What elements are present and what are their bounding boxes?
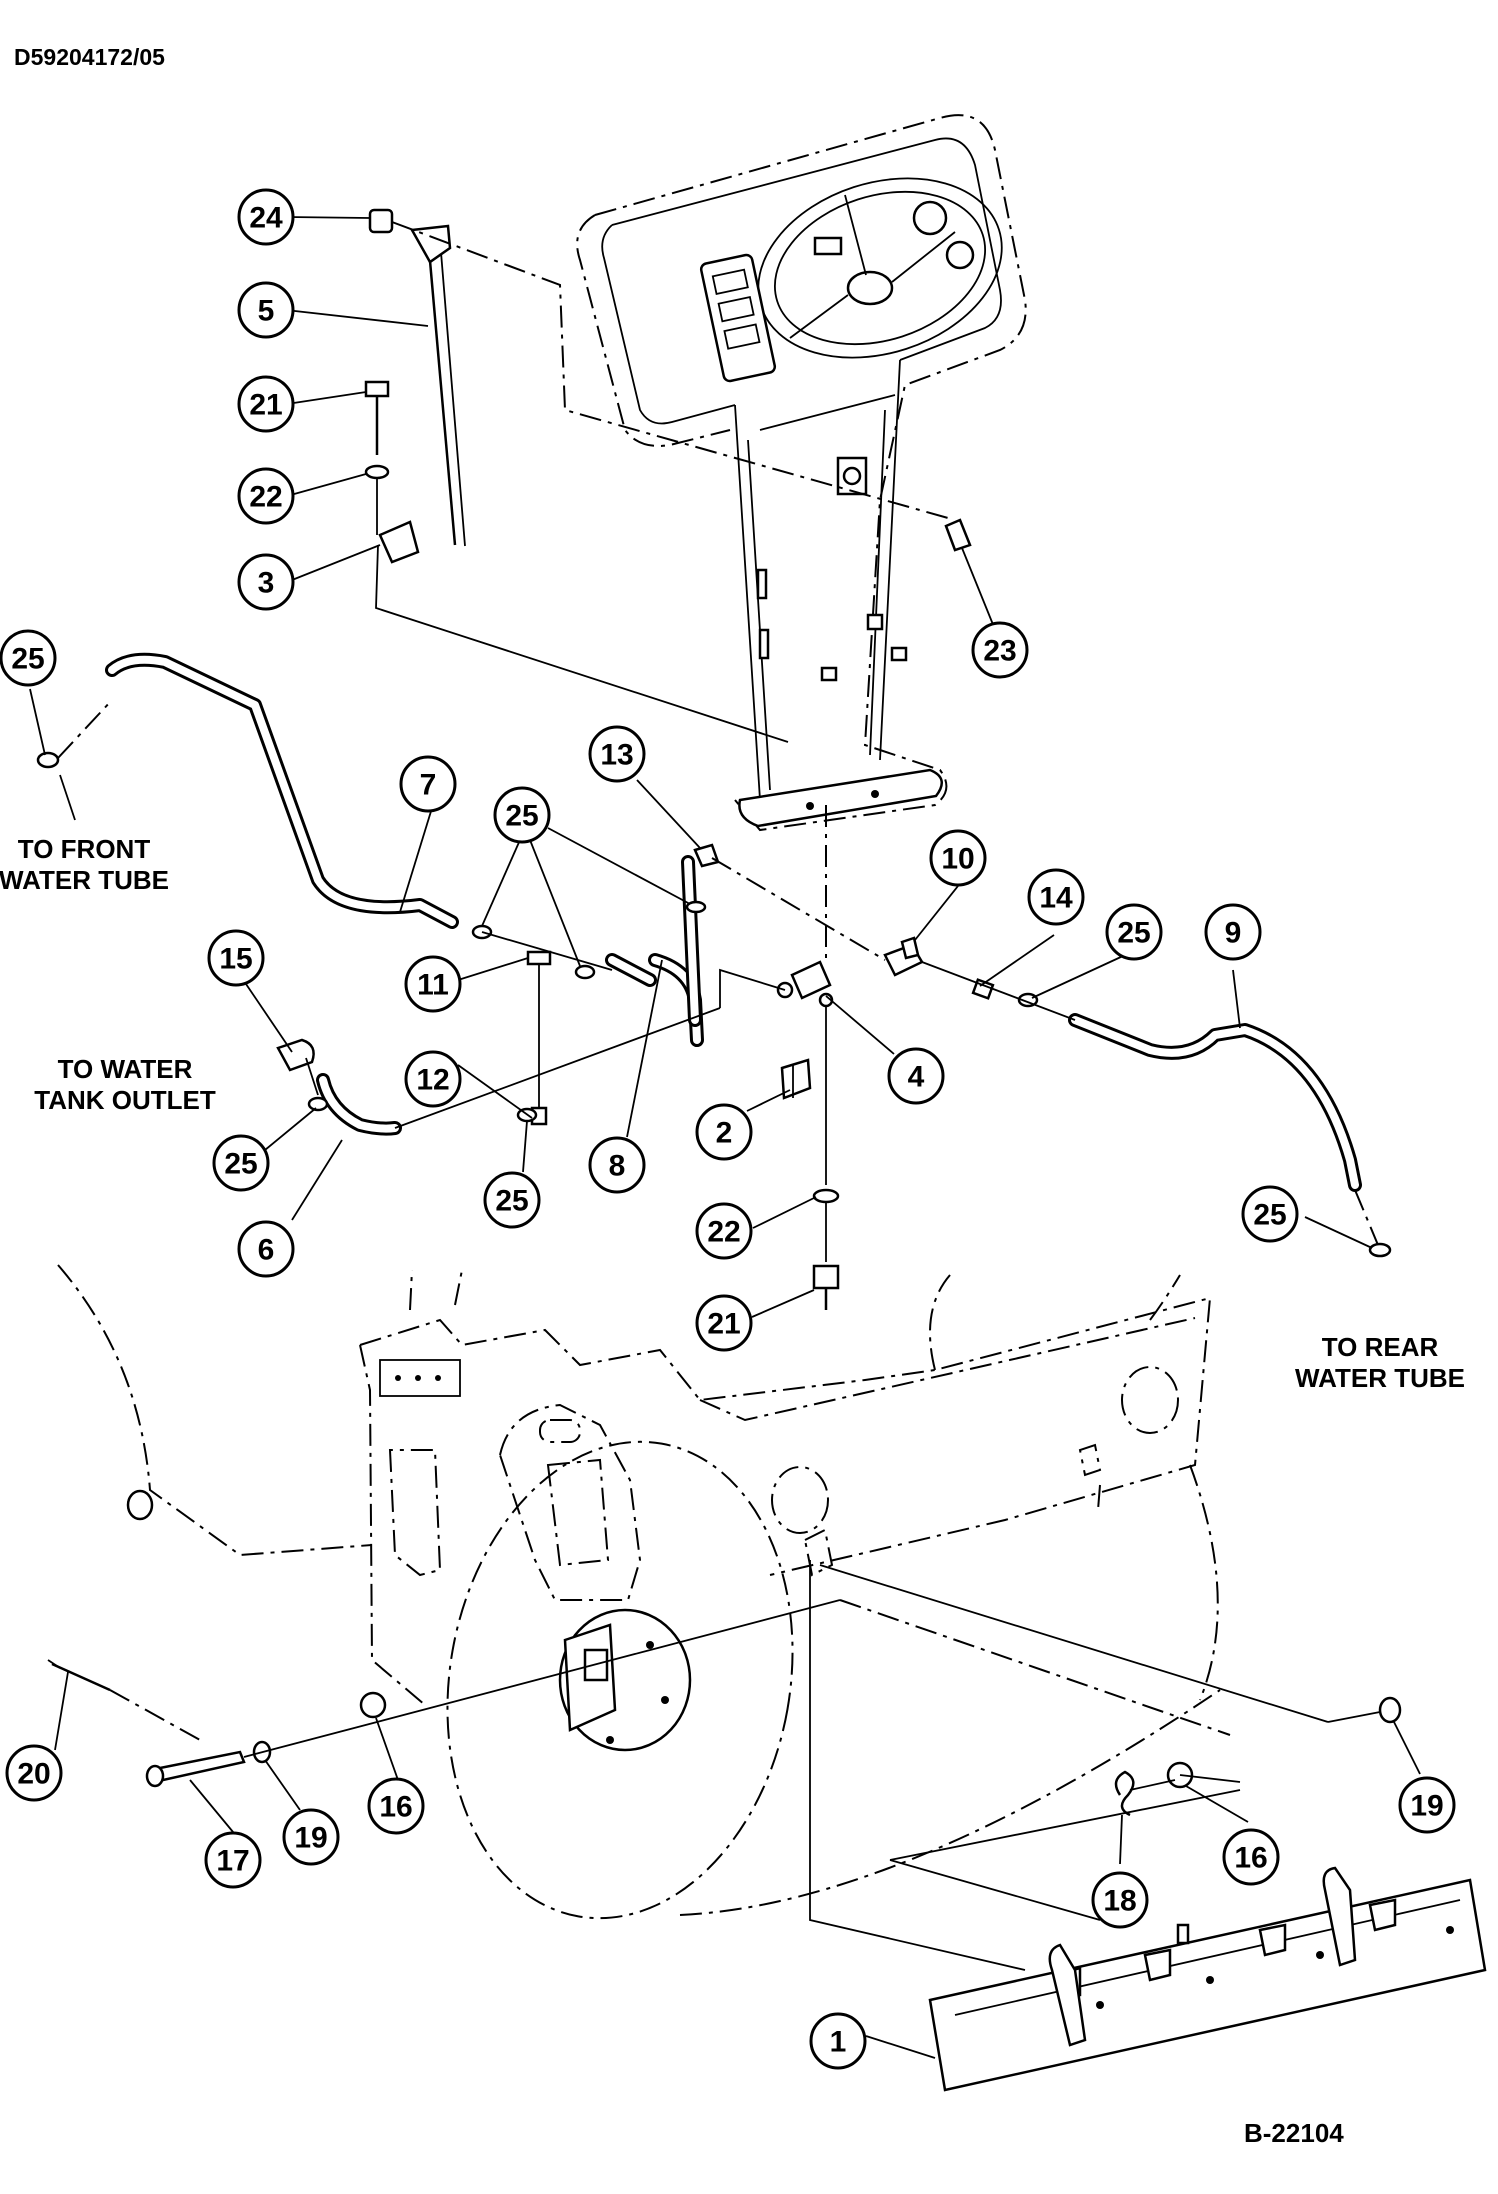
callout-number: 8 (609, 1150, 626, 1183)
callout-bubble-12: 12 (404, 1050, 462, 1108)
callout-number: 2 (716, 1117, 733, 1150)
callout-number: 13 (600, 739, 633, 772)
callout-bubble-19: 19 (282, 1808, 340, 1866)
label-front-water-tube: TO FRONT WATER TUBE (0, 834, 169, 895)
callout-bubble-10: 10 (929, 829, 987, 887)
document-number: D59204172/05 (14, 44, 165, 70)
callout-bubble-2: 2 (695, 1103, 753, 1161)
callout-number: 25 (505, 800, 538, 833)
callout-number: 22 (249, 481, 282, 514)
callout-number: 19 (294, 1822, 327, 1855)
callout-bubble-19: 19 (1398, 1776, 1456, 1834)
callout-bubble-22: 22 (695, 1202, 753, 1260)
callout-number: 3 (258, 567, 275, 600)
callout-bubble-1: 1 (809, 2012, 867, 2070)
callout-bubble-7: 7 (399, 755, 457, 813)
leader-lines (29, 216, 1421, 2059)
callout-number: 25 (11, 643, 44, 676)
callout-number: 21 (707, 1308, 740, 1341)
callout-number: 11 (417, 969, 449, 1002)
callout-bubble-8: 8 (588, 1136, 646, 1194)
callout-bubble-9: 9 (1204, 903, 1262, 961)
callout-bubble-25: 25 (493, 786, 551, 844)
callout-number: 20 (17, 1758, 50, 1791)
callout-bubble-25: 25 (1105, 903, 1163, 961)
callout-bubble-3: 3 (237, 553, 295, 611)
callout-bubble-25: 25 (1241, 1185, 1299, 1243)
callout-number: 24 (249, 202, 283, 235)
callout-number: 14 (1039, 882, 1073, 915)
callout-number: 19 (1410, 1790, 1443, 1823)
callout-number: 25 (495, 1185, 528, 1218)
callout-bubble-21: 21 (237, 375, 295, 433)
callout-bubble-22: 22 (237, 467, 295, 525)
callout-bubble-5: 5 (237, 281, 295, 339)
callout-number: 25 (1253, 1199, 1286, 1232)
callout-bubble-20: 20 (5, 1744, 63, 1802)
steering-console (576, 114, 1027, 832)
bracket-and-rod-assembly (364, 208, 972, 743)
callout-bubble-25: 25 (212, 1134, 270, 1192)
callout-number: 25 (224, 1148, 257, 1181)
label-water-tank-outlet: TO WATER TANK OUTLET (34, 1054, 216, 1115)
callout-bubble-16: 16 (367, 1777, 425, 1835)
callout-number: 4 (908, 1061, 925, 1094)
callout-number: 6 (258, 1234, 275, 1267)
callout-bubble-6: 6 (237, 1220, 295, 1278)
callout-bubble-17: 17 (204, 1831, 262, 1889)
water-hoses (105, 652, 1362, 1192)
callout-bubble-18: 18 (1091, 1871, 1149, 1929)
callout-bubble-21: 21 (695, 1294, 753, 1352)
callout-bubble-16: 16 (1222, 1828, 1280, 1886)
figure-number: B-22104 (1244, 2118, 1344, 2148)
callout-number: 10 (941, 843, 974, 876)
callout-number: 23 (983, 635, 1016, 668)
callout-number: 25 (1117, 917, 1150, 950)
callout-bubble-14: 14 (1027, 868, 1085, 926)
callout-bubble-25: 25 (483, 1171, 541, 1229)
callout-number: 18 (1103, 1885, 1136, 1918)
callout-bubble-4: 4 (887, 1047, 945, 1105)
callout-number: 15 (219, 943, 252, 976)
callout-number: 9 (1225, 917, 1242, 950)
valve-bracket (780, 805, 840, 1310)
scraper-hardware (47, 1560, 1487, 2092)
callout-bubble-13: 13 (588, 725, 646, 783)
callout-bubbles: 24 5 21 22 3 23 25 7 25 13 10 14 25 9 15 11 12 4 2 25 25 8 6 22… (0, 188, 1456, 2070)
callout-bubble-23: 23 (971, 621, 1029, 679)
callout-number: 1 (830, 2026, 847, 2059)
label-rear-water-tube: TO REAR WATER TUBE (1295, 1332, 1465, 1393)
callout-number: 7 (420, 769, 437, 802)
callout-number: 21 (249, 389, 282, 422)
callout-bubble-24: 24 (237, 188, 295, 246)
callout-number: 17 (216, 1845, 249, 1878)
callout-bubble-25: 25 (0, 629, 57, 687)
callout-number: 16 (379, 1791, 412, 1824)
callout-number: 16 (1234, 1842, 1267, 1875)
callout-number: 5 (258, 295, 275, 328)
callout-number: 12 (416, 1064, 449, 1097)
callout-bubble-15: 15 (207, 929, 265, 987)
callout-number: 22 (707, 1216, 740, 1249)
callout-bubble-11: 11 (404, 955, 462, 1013)
chassis-and-drum (57, 1264, 1221, 1920)
